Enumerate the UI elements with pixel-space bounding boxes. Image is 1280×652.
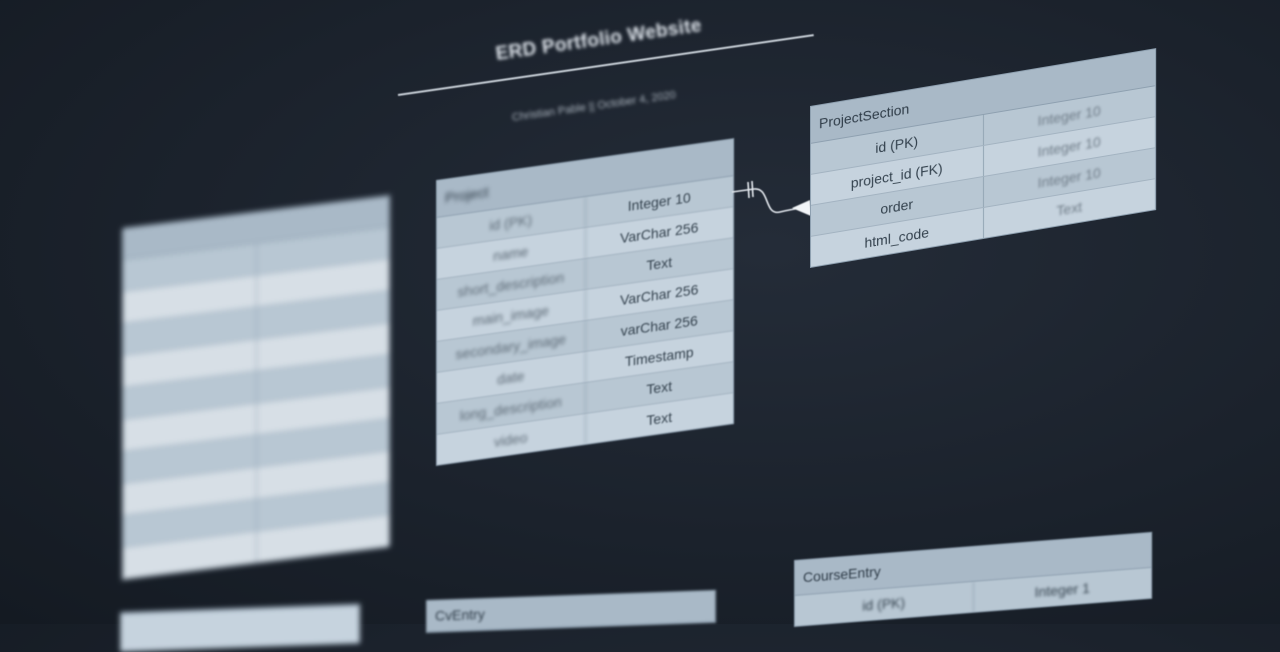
entity-header — [121, 604, 359, 614]
entity-bottom-left[interactable] — [120, 603, 360, 652]
diagram-title: ERD Portfolio Website — [494, 15, 703, 65]
entity-title: CourseEntry — [803, 563, 881, 586]
entity-project-section[interactable]: ProjectSection id (PK)Integer 10 project… — [810, 48, 1156, 268]
entity-title: Project — [445, 183, 489, 206]
erd-canvas: ERD Portfolio Website Christian Pable ||… — [120, 15, 1156, 652]
entity-cv-entry[interactable]: CvEntry — [426, 589, 716, 633]
entity-course-entry[interactable]: CourseEntry id (PK)Integer 1 — [794, 531, 1152, 627]
entity-left-table[interactable] — [122, 195, 390, 580]
relationship-connector[interactable] — [730, 178, 820, 228]
entity-header: CvEntry — [427, 590, 715, 632]
diagram-subtitle: Christian Pable || October 4, 2020 — [511, 89, 677, 124]
entity-title: CvEntry — [435, 605, 485, 624]
entity-title: ProjectSection — [819, 100, 910, 132]
